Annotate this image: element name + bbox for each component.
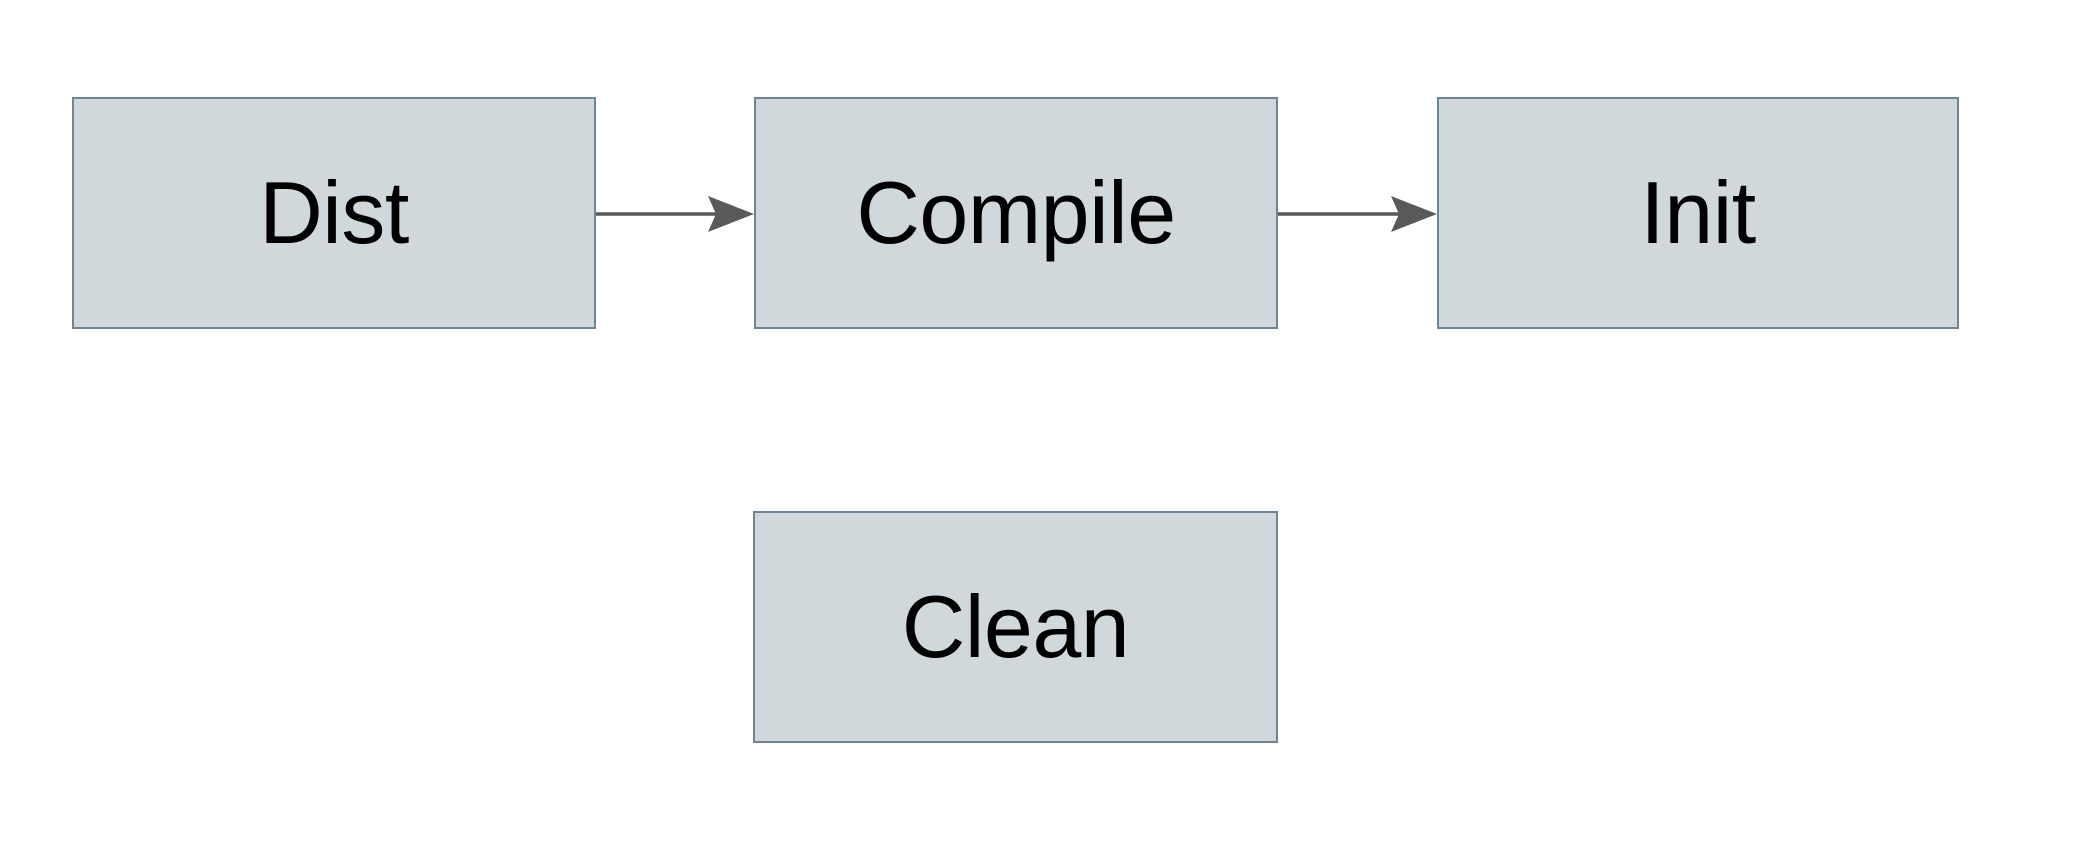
node-init[interactable]: Init — [1437, 97, 1959, 329]
edge-compile-to-init-arrowhead — [1391, 196, 1437, 232]
node-dist[interactable]: Dist — [72, 97, 596, 329]
node-clean[interactable]: Clean — [753, 511, 1278, 743]
node-compile[interactable]: Compile — [754, 97, 1278, 329]
node-clean-label: Clean — [901, 577, 1130, 676]
edge-dist-to-compile[interactable] — [596, 196, 754, 232]
node-init-label: Init — [1640, 163, 1756, 262]
edge-compile-to-init[interactable] — [1278, 196, 1437, 232]
node-dist-label: Dist — [259, 163, 409, 262]
node-compile-label: Compile — [856, 163, 1176, 262]
edge-dist-to-compile-arrowhead — [708, 196, 754, 232]
